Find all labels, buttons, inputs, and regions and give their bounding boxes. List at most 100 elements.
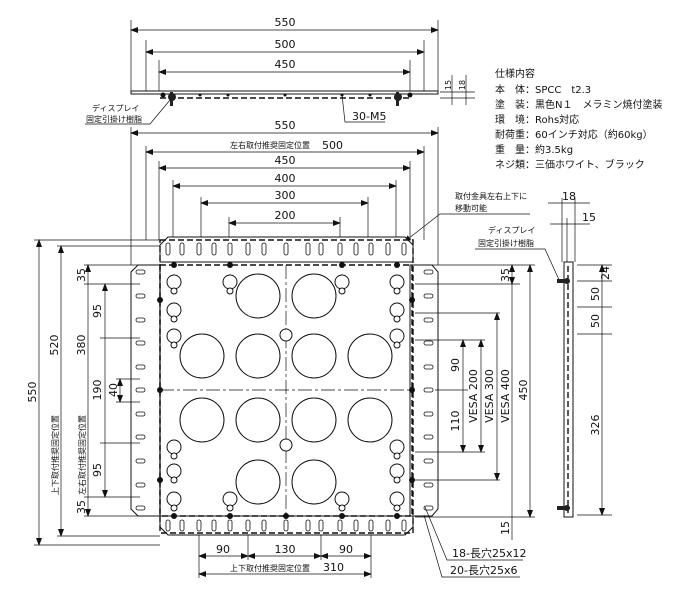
slot	[261, 519, 267, 532]
keyhole-neck	[338, 504, 346, 512]
slot	[135, 434, 146, 440]
spec-weight: 重 量：約3.5kg	[495, 143, 573, 156]
slot	[368, 519, 374, 532]
slot	[261, 242, 267, 256]
slot	[135, 482, 146, 488]
keyhole-slot	[389, 463, 405, 479]
dim-326: 326	[589, 415, 602, 436]
dim-380: 380	[75, 335, 88, 356]
move-note-2: 移動可能	[455, 203, 487, 213]
keyhole-slot	[389, 491, 405, 507]
slot	[135, 317, 146, 323]
lightening-hole	[347, 397, 393, 443]
screw	[283, 513, 289, 519]
front-top-dims: 550 左右取付推奨固定位置 500 450 400 300 200 取付金具左…	[130, 119, 530, 265]
dim-50-a: 50	[589, 287, 602, 301]
dim-90-left: 90	[216, 543, 230, 556]
slot-label-25x6: 20-長穴25x6	[450, 563, 517, 577]
dim-520: 520	[48, 335, 61, 356]
top-hook-right	[394, 92, 402, 106]
slot	[337, 242, 343, 256]
slot	[196, 242, 202, 256]
dim-550: 550	[26, 382, 39, 403]
dim-500: 500	[322, 139, 343, 152]
top-hook-left	[168, 92, 176, 106]
move-note-leader	[403, 213, 530, 243]
vesa-400: VESA 400	[499, 369, 512, 423]
slot	[165, 242, 171, 256]
keyhole-neck	[393, 452, 401, 460]
dim-15: 15	[499, 521, 512, 535]
ud-recommended-label: 上下取付推奨固定位置	[230, 563, 310, 573]
dim-95-top: 95	[91, 304, 104, 318]
keyhole-neck	[393, 287, 401, 295]
slot	[305, 242, 311, 256]
slot	[423, 293, 434, 299]
lightening-hole	[347, 333, 393, 379]
slot	[283, 519, 289, 532]
slot-leader-2	[423, 514, 520, 578]
slot	[368, 242, 374, 256]
thickness-15: 15	[444, 80, 453, 90]
slot	[353, 519, 359, 532]
slot	[318, 519, 324, 532]
keyhole-neck	[393, 315, 401, 323]
dim-40: 40	[107, 383, 120, 397]
keyhole-slot	[334, 491, 350, 507]
slot	[211, 519, 217, 532]
slot	[423, 340, 434, 346]
keyhole-neck	[338, 287, 346, 295]
front-plate	[130, 236, 439, 536]
thickness-18: 18	[458, 80, 467, 90]
hook-leader	[85, 99, 171, 125]
dim-400: 400	[275, 172, 296, 185]
keyhole-slot	[166, 302, 182, 318]
screw-label: 30-M5	[352, 110, 386, 123]
slot	[423, 269, 434, 275]
hook-label-2: 固定引掛け樹脂	[86, 114, 142, 124]
keyhole-slot	[279, 438, 293, 452]
slot	[179, 242, 185, 256]
keyhole-slot	[334, 274, 350, 290]
left-bracket	[130, 264, 161, 517]
dim-130: 130	[275, 543, 296, 556]
keyhole-slot	[389, 328, 405, 344]
keyhole-slot	[389, 274, 405, 290]
vesa-300: VESA 300	[483, 369, 496, 423]
keyhole-slot	[389, 302, 405, 318]
keyhole-slot	[166, 439, 182, 455]
hook-label-1: ディスプレイ	[92, 103, 139, 113]
keyhole-neck	[170, 341, 178, 349]
slot	[165, 519, 171, 532]
keyhole-slot	[222, 274, 238, 290]
spec-environment: 環 境：Rohs対応	[495, 113, 579, 126]
hook-leader	[475, 248, 561, 283]
slot	[423, 364, 434, 370]
side-view: 18 15 ディスプレイ 固定引掛け樹脂 24 50 50 326	[475, 190, 612, 518]
lightening-hole	[235, 333, 281, 379]
slot	[283, 242, 289, 256]
hook-label-2: 固定引掛け樹脂	[478, 238, 534, 248]
screw	[339, 513, 345, 519]
slot	[385, 519, 391, 532]
screw	[227, 513, 233, 519]
slot	[135, 364, 146, 370]
screw	[409, 297, 415, 303]
slot	[423, 505, 434, 511]
screw	[157, 477, 163, 483]
lightening-hole	[291, 273, 337, 319]
top-plate	[130, 90, 439, 95]
keyhole-slot	[166, 274, 182, 290]
slot	[305, 519, 311, 532]
dim-300: 300	[275, 189, 296, 202]
screw	[409, 477, 415, 483]
keyhole-slot	[389, 439, 405, 455]
dim-500: 500	[275, 38, 296, 51]
lr-recommended-label: 左右取付推奨固定位置	[230, 140, 310, 150]
slot	[211, 242, 217, 256]
dim-24: 24	[599, 266, 612, 280]
slot	[135, 411, 146, 417]
dim-550: 550	[275, 16, 296, 29]
lr-recommended-label: 左右取付推奨固定位置	[77, 415, 87, 495]
slot	[196, 519, 202, 532]
